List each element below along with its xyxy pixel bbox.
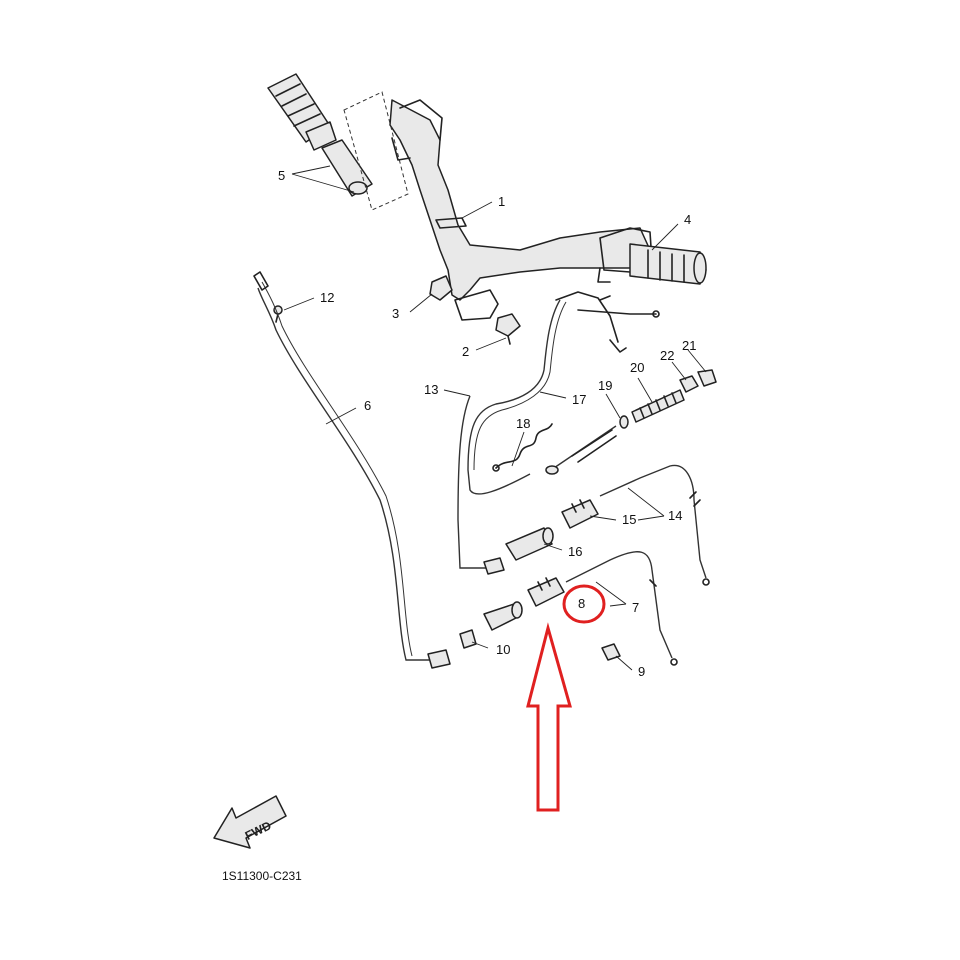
callout-labels: 1 2 3 4 5 6 7 8 9 10 12 13 14 15 16 17 1… [278,168,696,679]
highlight-marker [526,584,606,812]
callout-3: 3 [392,306,399,321]
bolt [495,313,521,345]
callout-17: 17 [572,392,586,407]
throttle-cable [253,271,451,669]
forward-direction-arrow: FWD [213,795,287,849]
cable-guide-10 [459,601,523,649]
callout-4: 4 [684,212,691,227]
callout-1: 1 [498,194,505,209]
callout-7: 7 [632,600,639,615]
cable-14 [599,464,710,586]
cable-guide-16 [505,527,554,561]
cable-7 [565,551,678,666]
callout-5: 5 [278,168,285,183]
callout-6: 6 [364,398,371,413]
callout-16: 16 [568,544,582,559]
callout-13: 13 [424,382,438,397]
damper [429,275,453,301]
highlight-circle [562,584,606,624]
callout-12: 12 [320,290,334,305]
callout-9: 9 [638,664,645,679]
lock-nut [697,369,717,387]
callout-15: 15 [622,512,636,527]
brake-cable [457,299,567,575]
highlight-arrow [526,622,572,812]
callout-2: 2 [462,344,469,359]
callout-10: 10 [496,642,510,657]
callout-18: 18 [516,416,530,431]
right-grip [629,243,707,285]
callout-8: 8 [578,596,585,611]
callout-14: 14 [668,508,682,523]
coil-spring [631,389,685,423]
leader-lines [283,165,707,671]
brake-lever-bracket [555,291,660,353]
junction-8 [527,577,565,607]
callout-21: 21 [682,338,696,353]
callout-20: 20 [630,360,644,375]
handlebar [389,99,653,321]
diagram-reference: 1S11300-C231 [222,869,302,883]
adjusting-nut [679,375,699,393]
adjuster-rod [545,425,617,475]
nut-9 [601,643,621,661]
callout-22: 22 [660,348,674,363]
callout-19: 19 [598,378,612,393]
left-grip-assembly [267,73,409,211]
washer [619,415,629,429]
return-spring [492,423,553,472]
junction-15 [561,499,599,529]
